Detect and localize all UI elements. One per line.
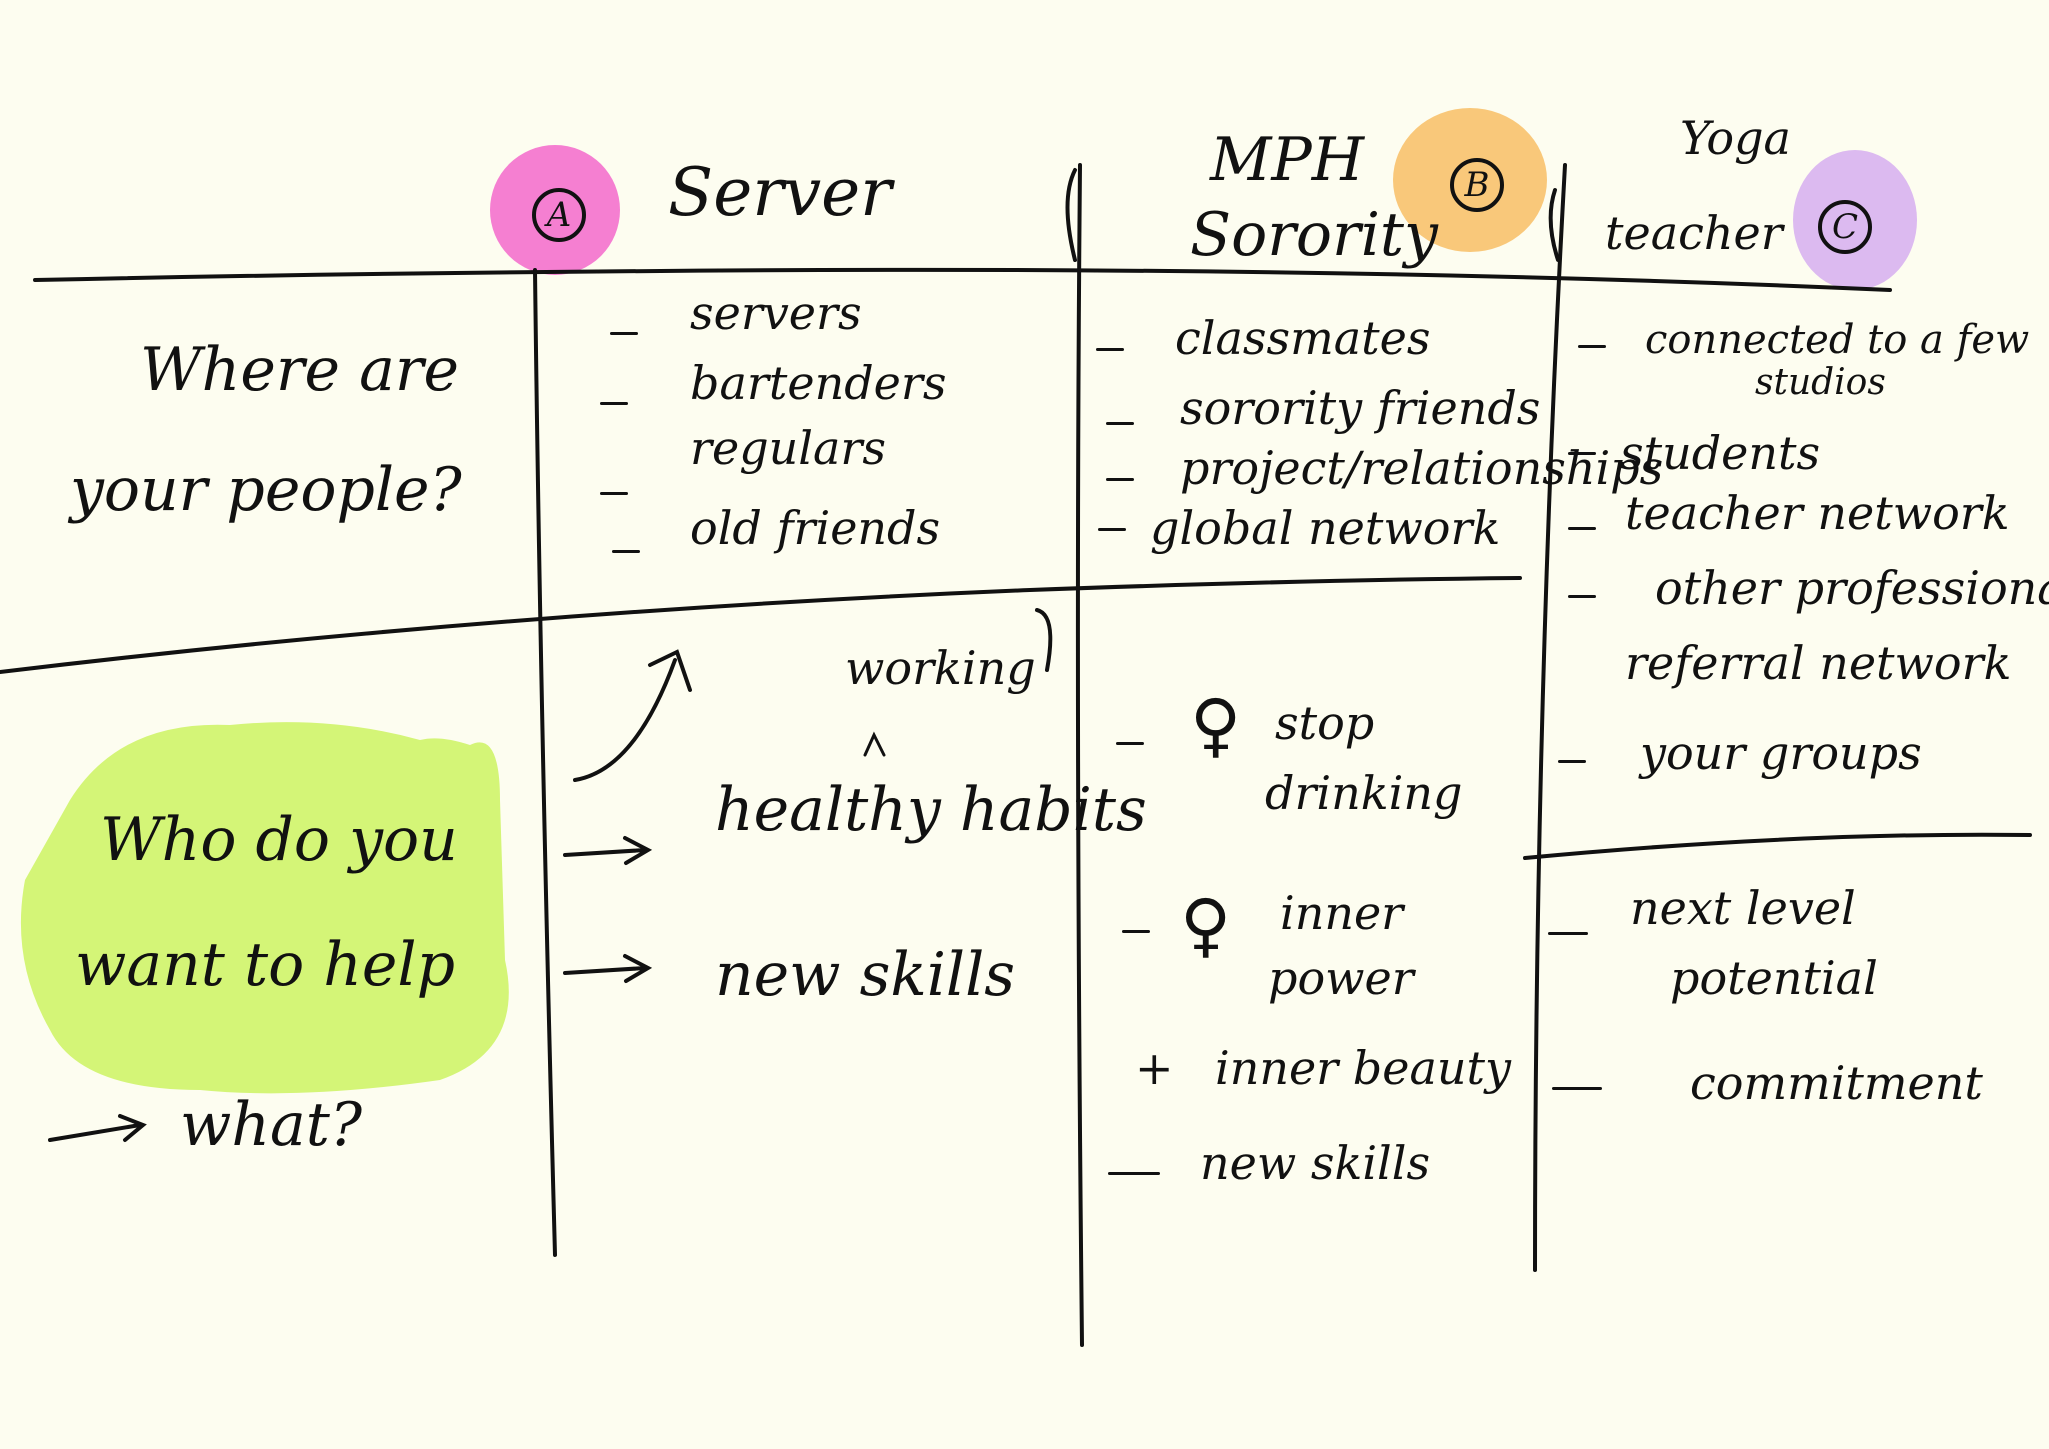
b-help-stop-line1: stop [1275,696,1375,750]
c-people-your-groups: your groups [1640,726,1922,780]
female-symbol-icon: ♀ [1180,884,1232,966]
column-b-title-line1: MPH [1210,125,1365,195]
a-help-new-skills: new skills [715,940,1016,1010]
arrow-icon [563,954,653,983]
c-people-connected-line1: connected to a few [1645,317,2030,363]
plus-icon: + [1135,1041,1174,1095]
b-help-inner-beauty: inner beauty [1215,1041,1511,1095]
row-divider-line [0,576,1522,674]
c-people-referral-network: referral network [1625,636,2012,690]
c-people-other-professionals: other professionals [1655,561,2049,615]
b-help-stop-line2: drinking [1265,766,1463,820]
column-c-row-divider-line [1523,832,2032,860]
c-people-teacher-network: teacher network [1625,486,2010,540]
arrow-icon [573,649,692,782]
column-b-title-line2: Sorority [1190,200,1438,270]
b-people-item-2: sorority friends [1180,381,1541,435]
column-c-title-line1: Yoga [1680,111,1791,165]
row-people-label-line2: your people? [70,455,462,525]
column-divider-b-line [1075,163,1084,1347]
b-help-new-skills: new skills [1200,1136,1431,1190]
female-symbol-icon: ♀ [1190,684,1242,766]
row-people-label-line1: Where are [140,335,460,405]
header-divider-line [33,267,1892,292]
row-help-label-what: what? [180,1090,363,1160]
badge-a-icon: A [532,188,586,242]
b-people-item-4: global network [1150,501,1501,555]
badge-c-icon: C [1818,200,1872,254]
c-people-connected-line2: studios [1755,362,1886,403]
b-help-inner-line2: power [1268,951,1414,1005]
c-help-next-level-line2: potential [1670,951,1878,1005]
row-help-highlight [20,722,509,1094]
caret-icon [863,731,886,757]
a-help-working: working [845,641,1036,695]
column-divider-a-line [533,268,557,1257]
a-people-item-2: bartenders [690,356,947,410]
a-help-healthy-habits: healthy habits [715,775,1147,845]
row-help-label-line2: want to help [75,930,456,1000]
a-people-item-4: old friends [690,501,941,555]
row-help-label-line1: Who do you [100,805,458,875]
c-help-next-level-line1: next level [1630,881,1856,935]
caret-icon [1035,608,1053,672]
b-people-item-1: classmates [1175,311,1431,365]
arrow-icon [563,836,653,865]
c-help-commitment: commitment [1690,1056,1983,1110]
a-people-item-3: regulars [690,421,887,475]
column-divider-c-line [1533,163,1567,1272]
column-c-title-line2: teacher [1605,206,1783,260]
a-people-item-1: servers [690,286,862,340]
column-a-title: Server [668,154,892,231]
badge-b-icon: B [1450,158,1504,212]
arrow-icon [48,1114,147,1142]
b-help-inner-line1: inner [1280,886,1404,940]
c-people-students: students [1620,426,1821,480]
